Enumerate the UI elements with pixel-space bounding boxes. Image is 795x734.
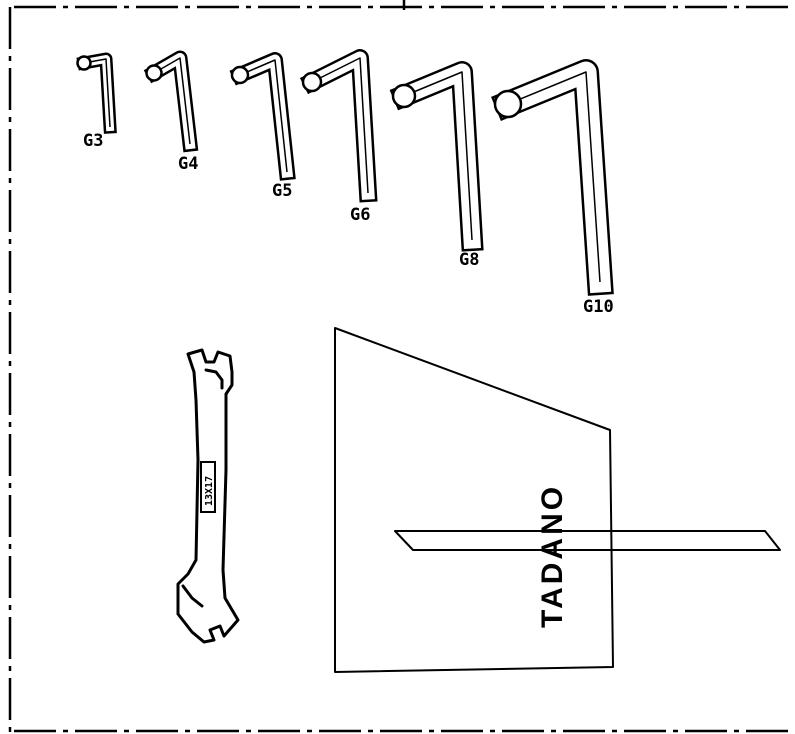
wrench-label-g10: G10 — [583, 297, 614, 317]
wrench-label-g3: G3 — [83, 131, 103, 151]
hex-key-g6 — [299, 49, 378, 203]
spanner-size-label: 13X17 — [204, 476, 215, 506]
hex-key-set — [76, 49, 614, 296]
open-end-spanner: 13X17 — [176, 348, 240, 644]
hex-key-g5 — [229, 52, 296, 181]
hex-key-g4 — [143, 50, 199, 153]
wrench-label-g5: G5 — [272, 181, 292, 201]
hex-key-g3 — [76, 52, 117, 134]
wrench-label-g4: G4 — [178, 154, 198, 174]
dash-dot-frame — [8, 5, 795, 734]
hex-key-g10 — [491, 59, 614, 296]
storage-box: TADANO — [334, 327, 781, 673]
hex-key-g8 — [389, 61, 484, 252]
box-brand-label: TADANO — [536, 484, 569, 628]
box-strap — [394, 530, 781, 551]
wrench-label-g8: G8 — [459, 250, 479, 270]
wrench-label-g6: G6 — [350, 205, 370, 225]
